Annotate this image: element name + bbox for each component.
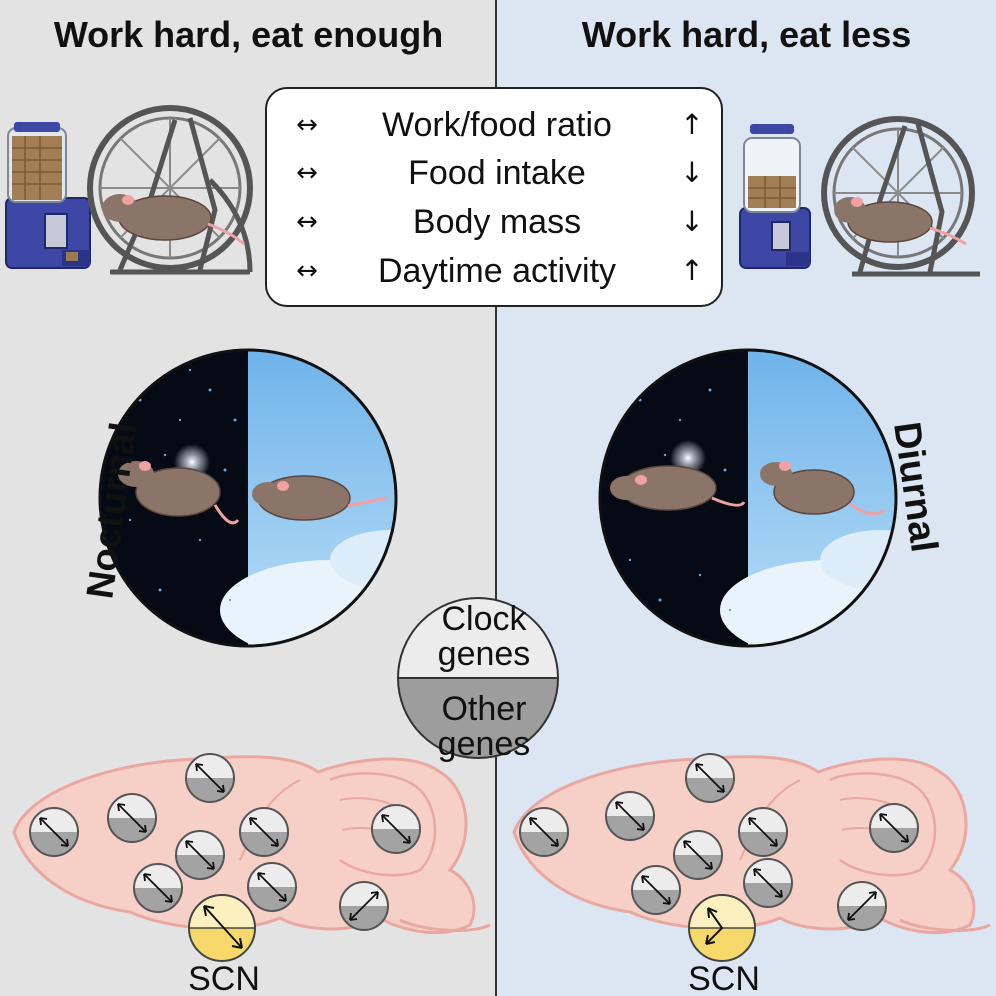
gene-node bbox=[107, 793, 157, 843]
gene-node bbox=[185, 753, 235, 803]
summary-row-work-food-ratio: ↔ Work/food ratio ↑ bbox=[267, 105, 721, 145]
gene-node bbox=[371, 804, 421, 854]
scn-label-left: SCN bbox=[188, 960, 260, 996]
panel-divider bbox=[495, 0, 497, 996]
gene-node bbox=[738, 807, 788, 857]
gene-node bbox=[239, 807, 289, 857]
diurnal-day-night-circle bbox=[598, 348, 898, 648]
gene-node bbox=[175, 830, 225, 880]
summary-row-food-intake: ↔ Food intake ↓ bbox=[267, 153, 721, 193]
gene-node bbox=[339, 881, 389, 931]
left-change-symbol: ↔ bbox=[296, 207, 318, 237]
nocturnal-day-night-circle bbox=[98, 348, 398, 648]
scn-node-right bbox=[688, 894, 756, 962]
gene-node bbox=[673, 830, 723, 880]
summary-label: Work/food ratio bbox=[382, 106, 612, 144]
scn-node-left bbox=[188, 894, 256, 962]
running-wheel-right bbox=[821, 116, 980, 277]
left-change-symbol: ↔ bbox=[296, 256, 318, 286]
gene-node bbox=[685, 753, 735, 803]
other-genes-line2: genes bbox=[438, 725, 531, 763]
right-panel-title: Work hard, eat less bbox=[581, 14, 912, 55]
genes-circle: Clock genes Other genes bbox=[397, 597, 559, 763]
gene-nodes-left bbox=[29, 753, 421, 931]
summary-box: ↔ Work/food ratio ↑ ↔ Food intake ↓ ↔ Bo… bbox=[265, 87, 723, 307]
gene-node bbox=[29, 807, 79, 857]
summary-row-daytime-activity: ↔ Daytime activity ↑ bbox=[267, 251, 721, 291]
left-change-symbol: ↔ bbox=[296, 110, 318, 140]
right-change-symbol: ↓ bbox=[680, 156, 704, 189]
summary-row-body-mass: ↔ Body mass ↓ bbox=[267, 202, 721, 242]
gene-node bbox=[837, 881, 887, 931]
gene-node bbox=[743, 858, 793, 908]
diurnal-label: Diurnal bbox=[885, 419, 945, 554]
scn-label-right: SCN bbox=[688, 960, 760, 996]
running-wheel-left bbox=[87, 105, 253, 275]
right-change-symbol: ↑ bbox=[680, 254, 704, 287]
gene-node bbox=[519, 807, 569, 857]
left-change-symbol: ↔ bbox=[296, 158, 318, 188]
gene-node bbox=[133, 863, 183, 913]
clock-genes-line2: genes bbox=[438, 635, 531, 673]
clock-genes-line1: Clock bbox=[441, 600, 527, 638]
summary-label: Body mass bbox=[412, 203, 582, 241]
right-change-symbol: ↓ bbox=[680, 205, 704, 238]
food-dispenser-right bbox=[739, 124, 811, 269]
gene-node bbox=[869, 803, 919, 853]
gene-node bbox=[605, 791, 655, 841]
right-change-symbol: ↑ bbox=[680, 108, 704, 141]
food-dispenser-left bbox=[5, 122, 91, 269]
summary-label: Food intake bbox=[408, 154, 586, 192]
gene-node bbox=[247, 862, 297, 912]
gene-nodes-right bbox=[519, 753, 919, 931]
gene-node bbox=[631, 865, 681, 915]
summary-label: Daytime activity bbox=[377, 252, 617, 290]
other-genes-line1: Other bbox=[441, 690, 526, 728]
left-panel-title: Work hard, eat enough bbox=[53, 14, 444, 55]
